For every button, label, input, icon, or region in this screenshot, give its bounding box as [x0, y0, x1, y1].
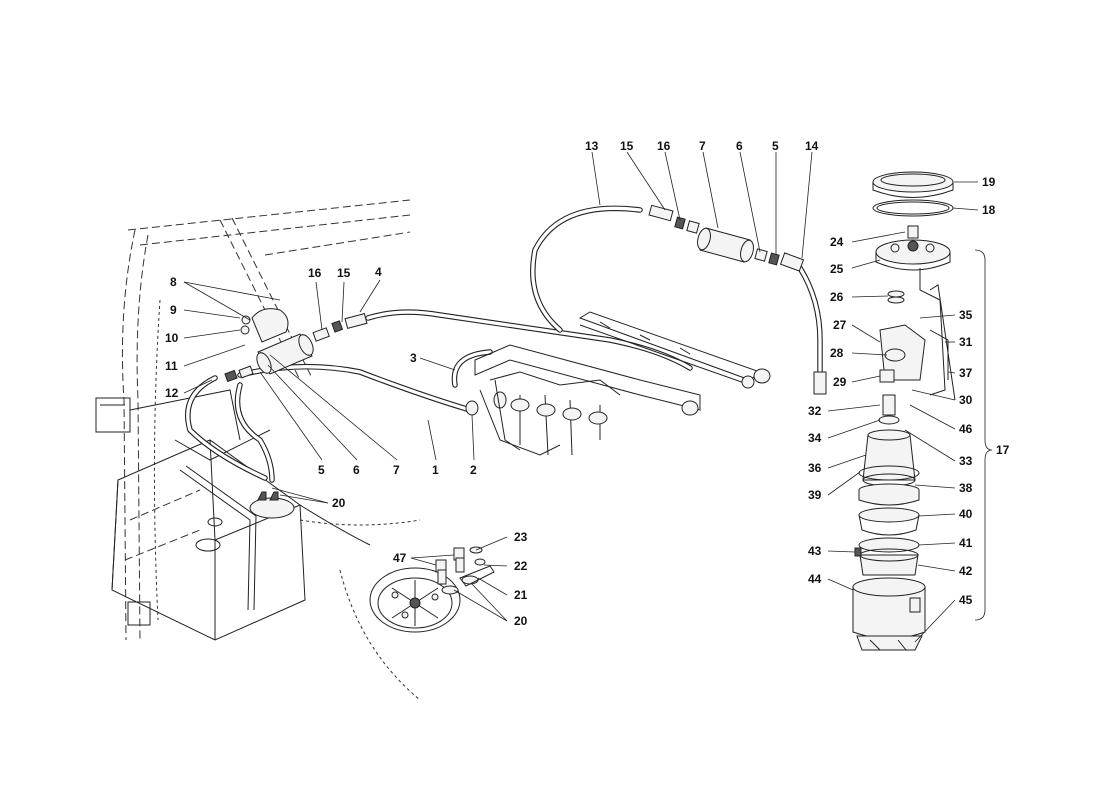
callout-30: 30 — [959, 393, 973, 407]
fuel-rail-assembly — [465, 311, 771, 456]
callout-1: 1 — [432, 463, 439, 477]
callout-22: 22 — [514, 559, 528, 573]
callout-12: 12 — [165, 386, 179, 400]
callout-6-upper: 6 — [736, 139, 743, 153]
fuel-hoses — [185, 205, 823, 483]
callout-20-lower: 20 — [514, 614, 528, 628]
callout-41: 41 — [959, 536, 973, 550]
callout-42: 42 — [959, 564, 973, 578]
callout-3: 3 — [410, 351, 417, 365]
callout-15-left: 15 — [337, 266, 351, 280]
callout-10: 10 — [165, 331, 179, 345]
callout-39: 39 — [808, 488, 822, 502]
callout-38: 38 — [959, 481, 973, 495]
vehicle-body-outline — [95, 199, 421, 701]
callout-7-left: 7 — [393, 463, 400, 477]
callout-16-left: 16 — [308, 266, 322, 280]
callout-17: 17 — [996, 443, 1010, 457]
fuel-filter-left — [224, 308, 368, 383]
callout-8: 8 — [170, 275, 177, 289]
callout-26: 26 — [830, 290, 844, 304]
callout-24: 24 — [830, 235, 844, 249]
callout-25: 25 — [830, 262, 844, 276]
callout-21: 21 — [514, 588, 528, 602]
callout-18: 18 — [982, 203, 996, 217]
callout-15-upper: 15 — [620, 139, 634, 153]
callout-27: 27 — [833, 318, 847, 332]
callout-7-upper: 7 — [699, 139, 706, 153]
callout-35: 35 — [959, 308, 973, 322]
callout-11: 11 — [165, 359, 178, 373]
tank-fittings-detail — [299, 504, 495, 633]
callout-44: 44 — [808, 572, 822, 586]
callout-43: 43 — [808, 544, 822, 558]
callout-28: 28 — [830, 346, 844, 360]
callout-31: 31 — [959, 335, 973, 349]
fuel-tank — [111, 429, 306, 641]
callout-16-upper: 16 — [657, 139, 671, 153]
callout-34: 34 — [808, 431, 822, 445]
callout-37: 37 — [959, 366, 973, 380]
callout-36: 36 — [808, 461, 822, 475]
callout-33: 33 — [959, 454, 973, 468]
leader-lines — [183, 151, 993, 643]
callout-5-left: 5 — [318, 463, 325, 477]
fuel-filter-upper — [648, 204, 827, 395]
callout-45: 45 — [959, 593, 973, 607]
callout-29: 29 — [833, 375, 847, 389]
callout-19: 19 — [982, 175, 996, 189]
callout-46: 46 — [959, 422, 973, 436]
callout-5-upper: 5 — [772, 139, 779, 153]
callout-20-upper: 20 — [332, 496, 346, 510]
callout-13: 13 — [585, 139, 599, 153]
callout-40: 40 — [959, 507, 973, 521]
callout-9: 9 — [170, 303, 177, 317]
callout-2: 2 — [470, 463, 477, 477]
callout-6-left: 6 — [353, 463, 360, 477]
callout-labels: 8 9 10 11 12 16 15 4 3 5 6 7 1 2 20 23 4… — [165, 139, 1010, 628]
callout-32: 32 — [808, 404, 822, 418]
fuel-pump-assembly — [852, 171, 956, 651]
callout-23: 23 — [514, 530, 528, 544]
callout-14: 14 — [805, 139, 819, 153]
callout-47: 47 — [393, 551, 407, 565]
callout-4: 4 — [375, 265, 382, 279]
